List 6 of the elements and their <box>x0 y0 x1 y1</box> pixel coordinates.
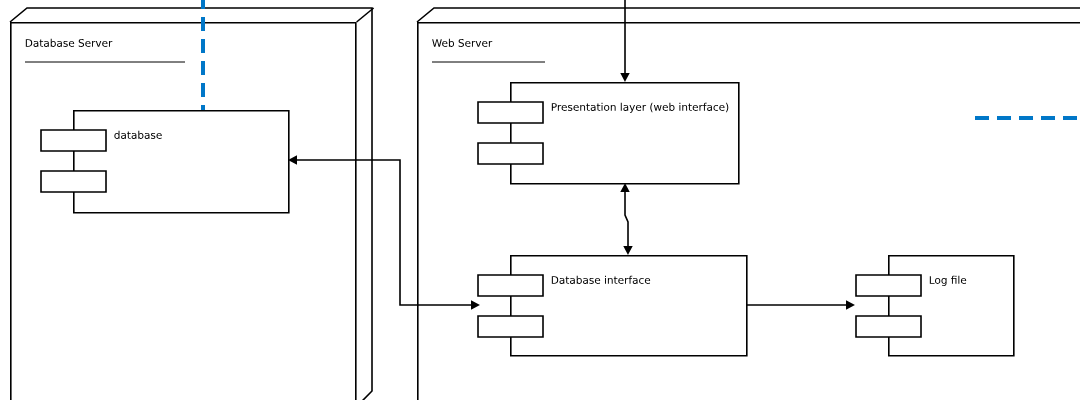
component-box: Presentation layer (web interface) <box>477 82 740 185</box>
component-box: Database interface <box>477 255 748 357</box>
dashed-line <box>201 0 205 110</box>
component-box: Log file <box>855 255 1015 357</box>
component-box: database <box>40 110 290 214</box>
dashed-line <box>975 116 1080 120</box>
